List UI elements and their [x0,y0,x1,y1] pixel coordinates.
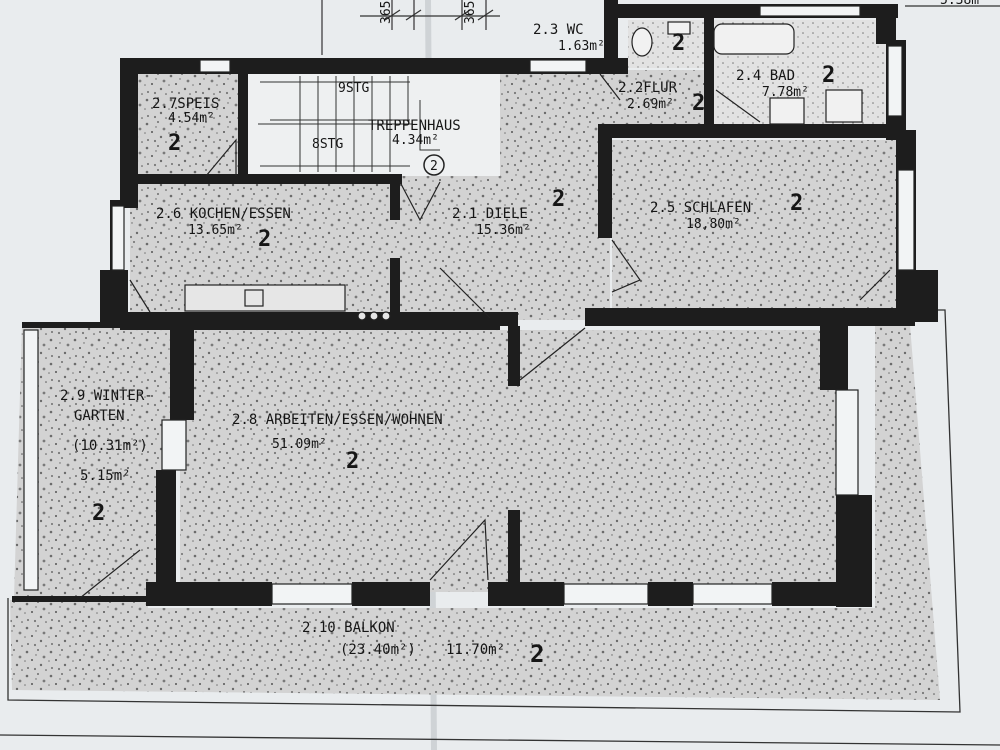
dimension-right: 365 [463,1,478,24]
room-balkon: 2.10 BALKON (23.40m²) 11.70m² 2 [302,620,544,668]
speis-level: 2 [168,131,181,156]
room-wintergarten: 2.9 WINTER- GARTEN (10.31m²) 5.15m² 2 [60,388,153,526]
stair-lower-label: 8STG [312,137,343,152]
wohnen-name: 2.8 ARBEITEN/ESSEN/WOHNEN [232,412,443,428]
room-schlafen: 2.5 SCHLAFEN 18,80m² 2 [650,191,803,232]
bad-level: 2 [822,63,835,88]
bath-fixtures [631,21,863,125]
dimension-left: 365 [379,1,394,24]
flur-level: 2 [692,91,705,116]
kochen-level: 2 [258,227,271,252]
schlafen-level: 2 [790,191,803,216]
walls [12,0,938,607]
diele-level: 2 [552,187,565,212]
balkon-name: 2.10 BALKON [302,620,395,636]
kochen-area: 13.65m² [188,223,243,238]
balkon-level: 2 [530,640,544,668]
wohnen-area: 51.09m² [272,437,327,452]
stair-steps [258,76,440,172]
diele-area: 15.36m² [476,223,531,238]
kitchen-counter [184,284,391,321]
dimension-marks [321,0,500,55]
treppenhaus-area: 4.34m² [392,133,439,148]
room-bad: 2.4 BAD 7.78m² 2 [736,63,835,100]
schlafen-area: 18,80m² [686,217,741,232]
corner-note: 5.38m² [940,0,987,8]
speis-name: 2.7SPEIS [152,96,219,112]
room-flur: 2.2FLUR 2.69m² 2 [618,80,705,116]
treppenhaus-name: TREPPENHAUS [368,118,461,134]
wintergarten-area-gross: (10.31m²) [72,438,148,454]
wc-area: 1.63m² [558,39,605,54]
room-speis: 2.7SPEIS 4.54m² 2 [152,96,219,156]
wohnen-level: 2 [346,449,359,474]
bad-name: 2.4 BAD [736,68,795,84]
door-swings [79,73,891,599]
wintergarten-name-2: GARTEN [74,408,125,424]
wc-name: 2.3 WC [533,22,584,38]
wintergarten-level: 2 [92,501,105,526]
wc-level: 2 [672,31,685,56]
flur-name: 2.2FLUR [618,80,678,96]
wintergarten-area: 5.15m² [80,468,131,484]
speis-floor [138,72,240,176]
schlafen-floor [612,140,902,310]
stair-marker-circle [423,154,445,176]
windows [23,5,915,605]
wintergarten-floor [14,325,178,598]
speis-area: 4.54m² [168,111,215,126]
diele-name: 2.1 DIELE [452,206,528,222]
schlafen-name: 2.5 SCHLAFEN [650,200,751,216]
bad-area: 7.78m² [762,85,809,100]
room-wc: 2.3 WC 1.63m² 2 [533,22,685,56]
kochen-name: 2.6 KOCHEN/ESSEN [156,206,291,222]
flur-floor [600,70,710,128]
room-diele: 2.1 DIELE 15.36m² 2 [452,187,565,238]
room-treppenhaus: TREPPENHAUS 4.34m² [368,118,461,148]
wintergarten-name-1: 2.9 WINTER- [60,388,153,404]
room-kochen: 2.6 KOCHEN/ESSEN 13.65m² 2 [156,206,291,252]
balcony-floor [10,325,940,700]
balkon-area: 11.70m² [446,642,505,658]
balkon-area-gross: (23.40m²) [340,642,416,658]
room-wohnen: 2.8 ARBEITEN/ESSEN/WOHNEN 51.09m² 2 [232,412,443,474]
stair-marker: 2 [430,159,438,174]
flur-area: 2.69m² [627,97,674,112]
stair-upper-label: 9STG [338,81,369,96]
